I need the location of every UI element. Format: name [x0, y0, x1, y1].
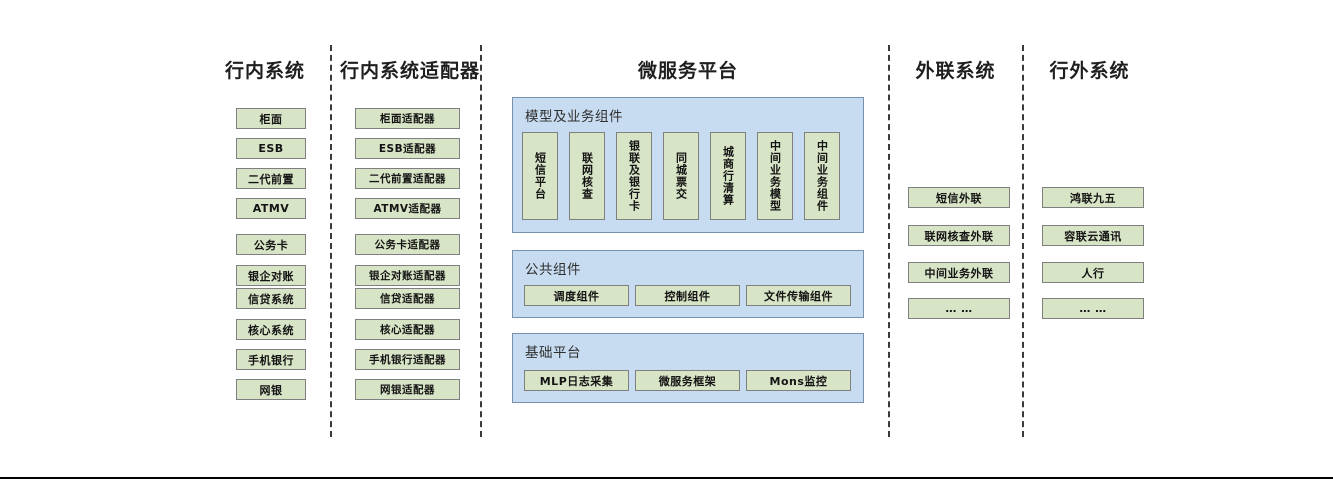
list-item[interactable]: ESB适配器: [355, 138, 460, 159]
list-item[interactable]: … …: [908, 298, 1010, 319]
list-item[interactable]: 中间业务模型: [757, 132, 793, 220]
list-item[interactable]: 公务卡适配器: [355, 234, 460, 255]
list-item[interactable]: 二代前置适配器: [355, 168, 460, 189]
panel-title: 模型及业务组件: [525, 109, 623, 125]
list-item[interactable]: MLP日志采集: [524, 370, 629, 391]
list-item[interactable]: 柜面适配器: [355, 108, 460, 129]
list-item[interactable]: 手机银行适配器: [355, 349, 460, 370]
column-divider-3: [888, 45, 890, 437]
list-item[interactable]: 联网核查外联: [908, 225, 1010, 246]
panel-title: 基础平台: [525, 345, 581, 361]
column-title-external-link-systems: 外联系统: [915, 60, 996, 82]
list-item[interactable]: 人行: [1042, 262, 1144, 283]
list-item[interactable]: ATMV: [236, 198, 306, 219]
list-item[interactable]: … …: [1042, 298, 1144, 319]
column-title-intra-bank-adapters: 行内系统适配器: [340, 60, 481, 82]
list-item[interactable]: 信贷系统: [236, 288, 306, 309]
list-item[interactable]: 短信平台: [522, 132, 558, 220]
list-item[interactable]: ESB: [236, 138, 306, 159]
list-item[interactable]: 二代前置: [236, 168, 306, 189]
list-item[interactable]: ATMV适配器: [355, 198, 460, 219]
list-item[interactable]: 短信外联: [908, 187, 1010, 208]
list-item[interactable]: 公务卡: [236, 234, 306, 255]
list-item[interactable]: 中间业务组件: [804, 132, 840, 220]
column-divider-4: [1022, 45, 1024, 437]
panel-base-platform: 基础平台: [512, 333, 864, 403]
list-item[interactable]: 城商行清算: [710, 132, 746, 220]
list-item[interactable]: 控制组件: [635, 285, 740, 306]
bottom-divider: [0, 477, 1333, 479]
list-item[interactable]: 银企对账适配器: [355, 265, 460, 286]
list-item[interactable]: 柜面: [236, 108, 306, 129]
list-item[interactable]: 信贷适配器: [355, 288, 460, 309]
list-item[interactable]: 网银适配器: [355, 379, 460, 400]
panel-title: 公共组件: [525, 262, 581, 278]
panel-common-components: 公共组件: [512, 250, 864, 318]
column-title-intra-bank-systems: 行内系统: [224, 60, 305, 82]
column-title-microservice-platform: 微服务平台: [637, 60, 738, 82]
list-item[interactable]: 核心系统: [236, 319, 306, 340]
list-item[interactable]: 鸿联九五: [1042, 187, 1144, 208]
list-item[interactable]: 微服务框架: [635, 370, 740, 391]
list-item[interactable]: 银企对账: [236, 265, 306, 286]
list-item[interactable]: 联网核查: [569, 132, 605, 220]
list-item[interactable]: 文件传输组件: [746, 285, 851, 306]
list-item[interactable]: 银联及银行卡: [616, 132, 652, 220]
list-item[interactable]: 调度组件: [524, 285, 629, 306]
column-title-outside-bank-systems: 行外系统: [1049, 60, 1130, 82]
list-item[interactable]: 手机银行: [236, 349, 306, 370]
list-item[interactable]: 中间业务外联: [908, 262, 1010, 283]
list-item[interactable]: 同城票交: [663, 132, 699, 220]
column-divider-2: [480, 45, 482, 437]
list-item[interactable]: 容联云通讯: [1042, 225, 1144, 246]
list-item[interactable]: 核心适配器: [355, 319, 460, 340]
column-divider-1: [330, 45, 332, 437]
list-item[interactable]: 网银: [236, 379, 306, 400]
list-item[interactable]: Mons监控: [746, 370, 851, 391]
